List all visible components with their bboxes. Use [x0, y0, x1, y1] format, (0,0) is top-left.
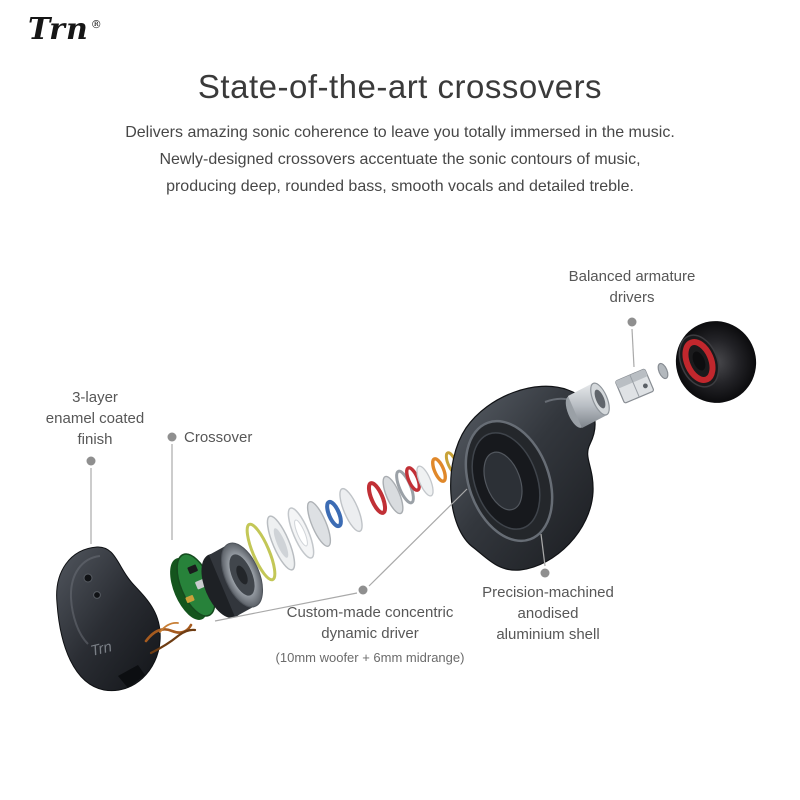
callout-dot-shell — [540, 568, 550, 578]
faceplate-notch — [118, 665, 145, 688]
callout-text: aluminium shell — [496, 626, 600, 643]
callout-text: Precision-machined — [482, 584, 614, 601]
callout-dynamic-driver: Custom-made concentric dynamic driver (1… — [240, 602, 500, 668]
ear-tip-red-core — [682, 339, 716, 383]
wires — [144, 622, 197, 655]
description: Delivers amazing sonic coherence to leav… — [0, 119, 800, 200]
faceplate-vent-hole — [83, 573, 93, 583]
callout-line-balanced-armature — [631, 328, 635, 368]
callout-text: enamel coated — [45, 410, 145, 427]
ring-orange — [431, 457, 447, 483]
brand-logo: Trn® — [28, 12, 103, 47]
ring-gray — [382, 475, 404, 515]
page-title: State-of-the-art crossovers — [197, 68, 603, 105]
callout-crossover: Crossover — [184, 427, 252, 448]
ring-gray — [306, 501, 332, 547]
callout-lines — [90, 328, 635, 622]
callout-dot-crossover — [167, 432, 177, 442]
callout-enamel-finish: 3-layer enamel coated finish — [15, 387, 175, 450]
ear-tip — [675, 321, 757, 403]
ring-blue — [325, 499, 343, 529]
ring-red — [366, 481, 388, 515]
ring-red — [405, 466, 421, 492]
ring-white — [339, 487, 363, 533]
ring-yellow-green — [245, 522, 277, 582]
callout-text: dynamic driver — [321, 625, 419, 642]
faceplate: Trn — [56, 546, 161, 692]
callout-balanced-armature: Balanced armature drivers — [532, 266, 732, 308]
callout-dot-balanced-armature — [627, 317, 637, 327]
callout-text: drivers — [609, 289, 655, 306]
callout-text: Custom-made concentric — [286, 604, 454, 621]
pcb-component — [187, 564, 198, 574]
callout-subtext: (10mm woofer + 6mm midrange) — [275, 650, 465, 665]
pcb-component — [185, 594, 195, 604]
callout-text: Balanced armature — [568, 268, 696, 285]
callout-text: finish — [77, 431, 113, 448]
description-line-1: Delivers amazing sonic coherence to leav… — [125, 124, 675, 141]
balanced-armature-driver — [615, 368, 655, 404]
faceplate-highlight — [69, 555, 101, 645]
tuning-rings — [245, 447, 468, 582]
ring-white — [416, 465, 434, 497]
faceplate-logo-text: Trn — [89, 638, 114, 660]
callout-text: 3-layer — [72, 389, 118, 406]
nozzle — [565, 382, 610, 428]
description-line-3: producing deep, rounded bass, smooth voc… — [166, 178, 634, 195]
mesh-filter — [657, 362, 669, 380]
ba-port-hole — [642, 383, 648, 389]
callout-dot-enamel — [86, 456, 96, 466]
brand-logo-text: Trn — [28, 12, 89, 47]
callout-line-dynamic-left — [214, 592, 358, 622]
description-line-2: Newly-designed crossovers accentuate the… — [159, 151, 641, 168]
faceplate-vent-hole — [93, 591, 101, 599]
callout-dot-dynamic — [358, 585, 368, 595]
callout-text: Crossover — [184, 429, 253, 446]
callout-line-shell — [540, 533, 546, 567]
callout-text: anodised — [517, 605, 579, 622]
dynamic-driver — [201, 542, 264, 618]
callout-dots — [86, 317, 637, 595]
callout-line-dynamic-right — [368, 488, 468, 587]
registered-mark: ® — [90, 18, 103, 31]
aluminium-shell — [450, 385, 596, 571]
callout-shell: Precision-machined anodised aluminium sh… — [448, 582, 648, 645]
